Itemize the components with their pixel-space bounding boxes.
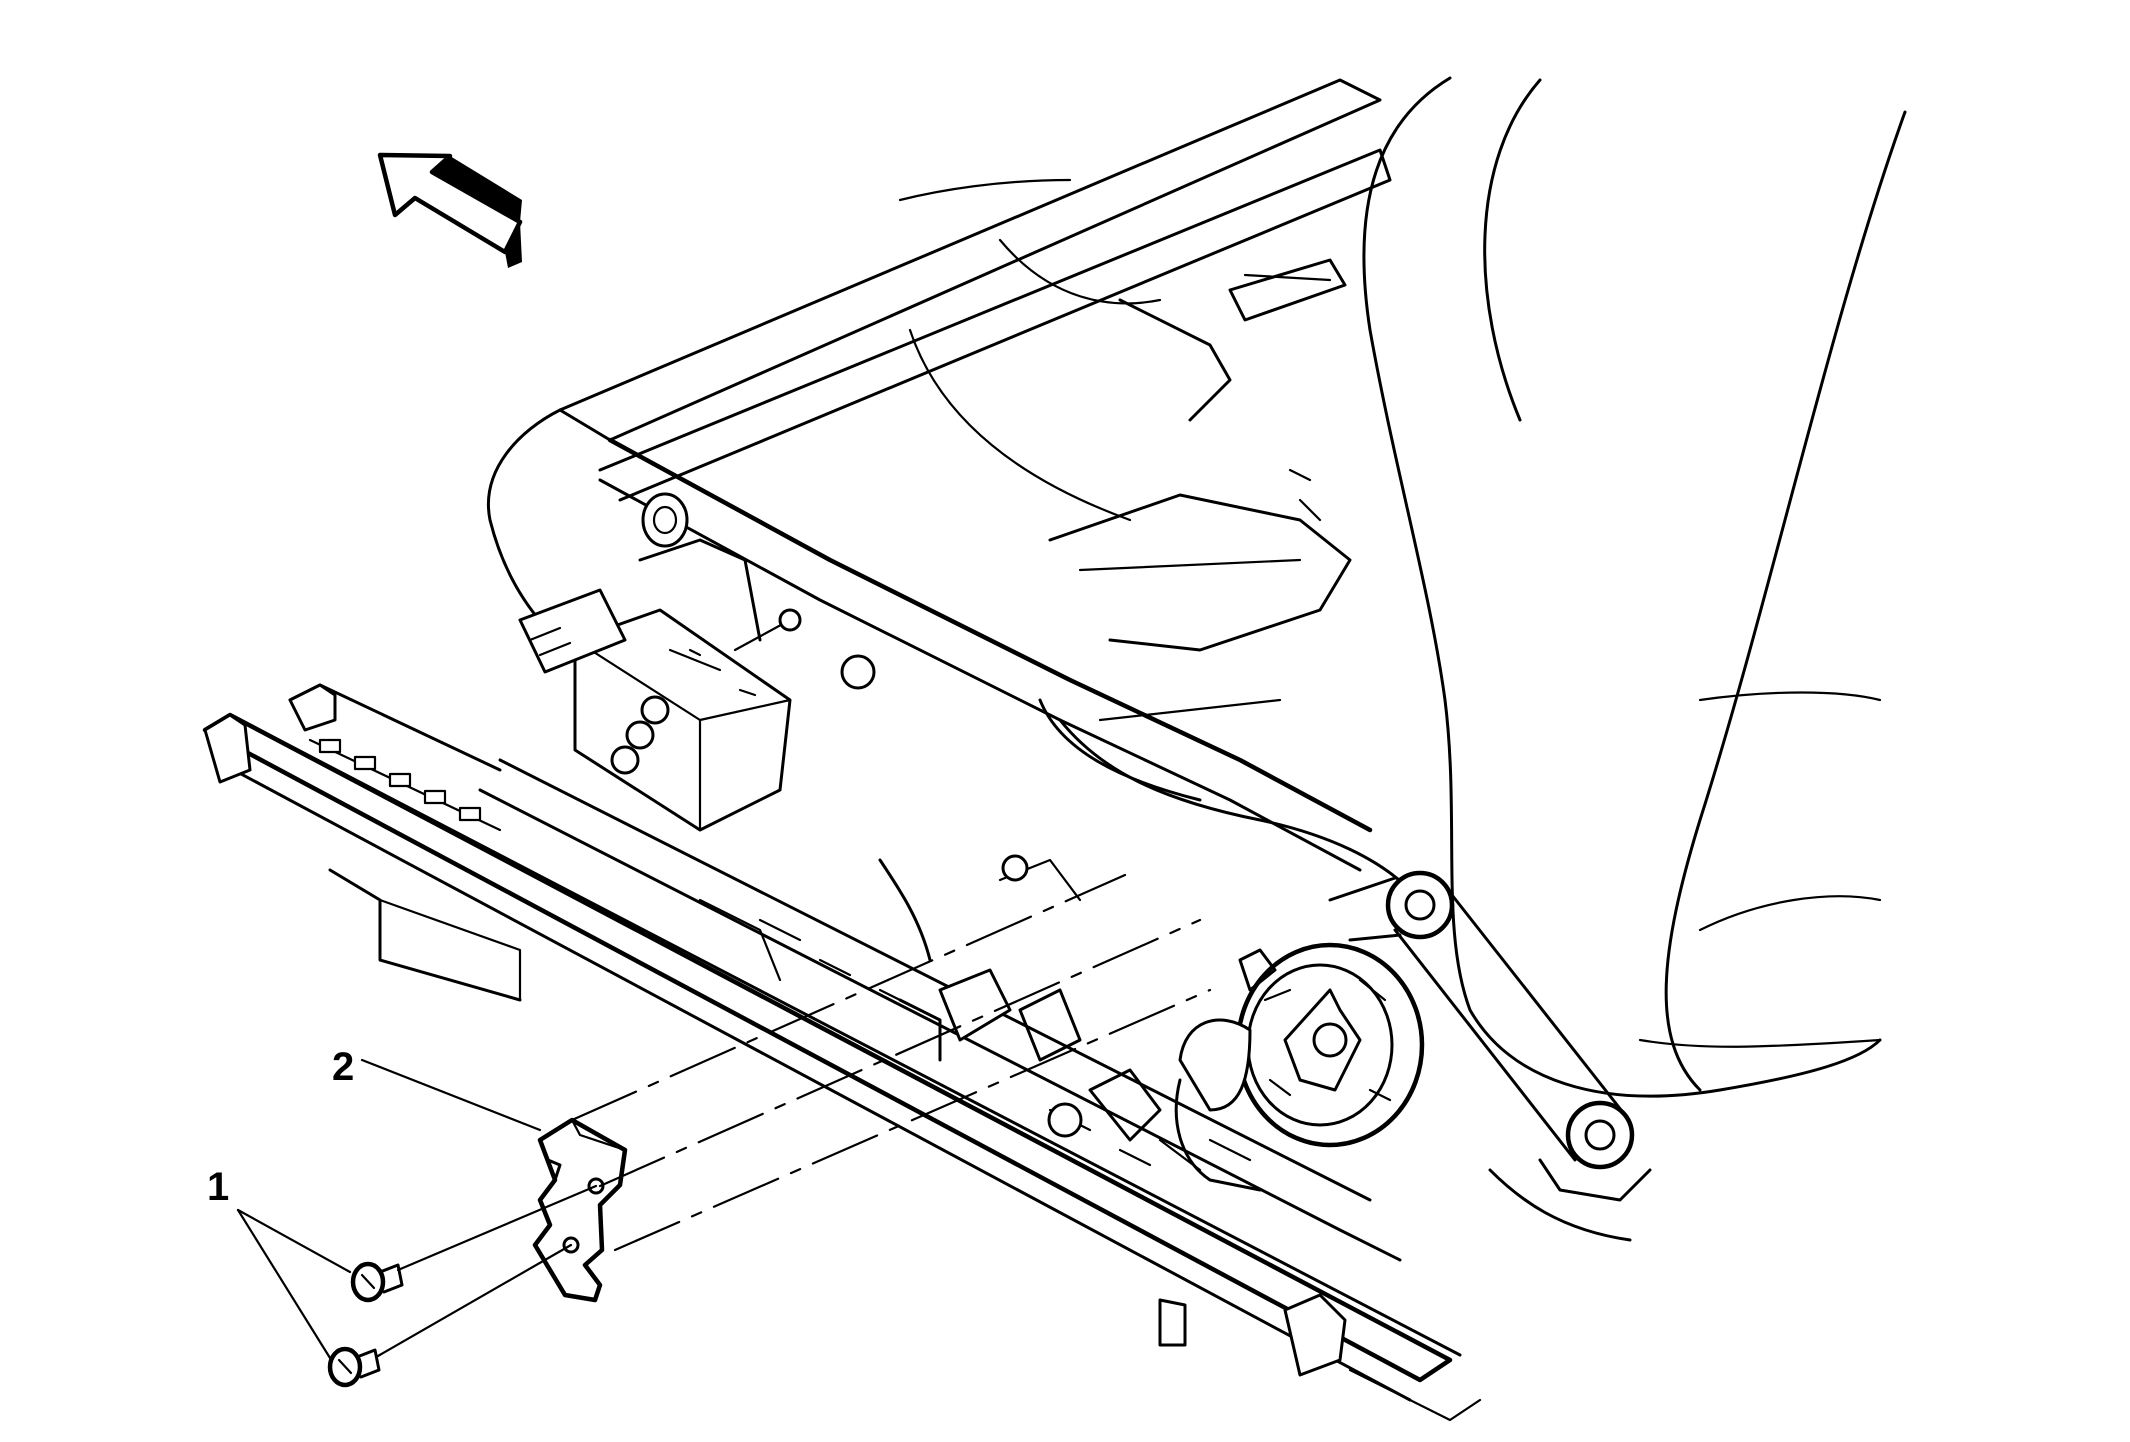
seat-cushion-outline bbox=[1362, 76, 1907, 1098]
screw-lower bbox=[327, 1346, 381, 1388]
track-mechanisms bbox=[698, 854, 1252, 1172]
switch-module bbox=[518, 538, 802, 832]
callout-label-2: 2 bbox=[332, 1045, 354, 1089]
alignment-lines bbox=[376, 873, 1212, 1358]
screw-upper bbox=[350, 1261, 404, 1303]
callout-leaders bbox=[236, 1058, 542, 1360]
upper-right-rail bbox=[1118, 258, 1347, 522]
seat-frame bbox=[487, 78, 1412, 892]
screw-fasteners bbox=[327, 1261, 404, 1388]
seat-motor bbox=[1174, 942, 1425, 1192]
belt-pulleys bbox=[1328, 870, 1652, 1242]
callout-label-1: 1 bbox=[207, 1165, 229, 1209]
front-direction-arrow bbox=[377, 152, 523, 268]
seat-track-rail bbox=[202, 683, 1482, 1422]
bracket-part bbox=[532, 1117, 628, 1303]
